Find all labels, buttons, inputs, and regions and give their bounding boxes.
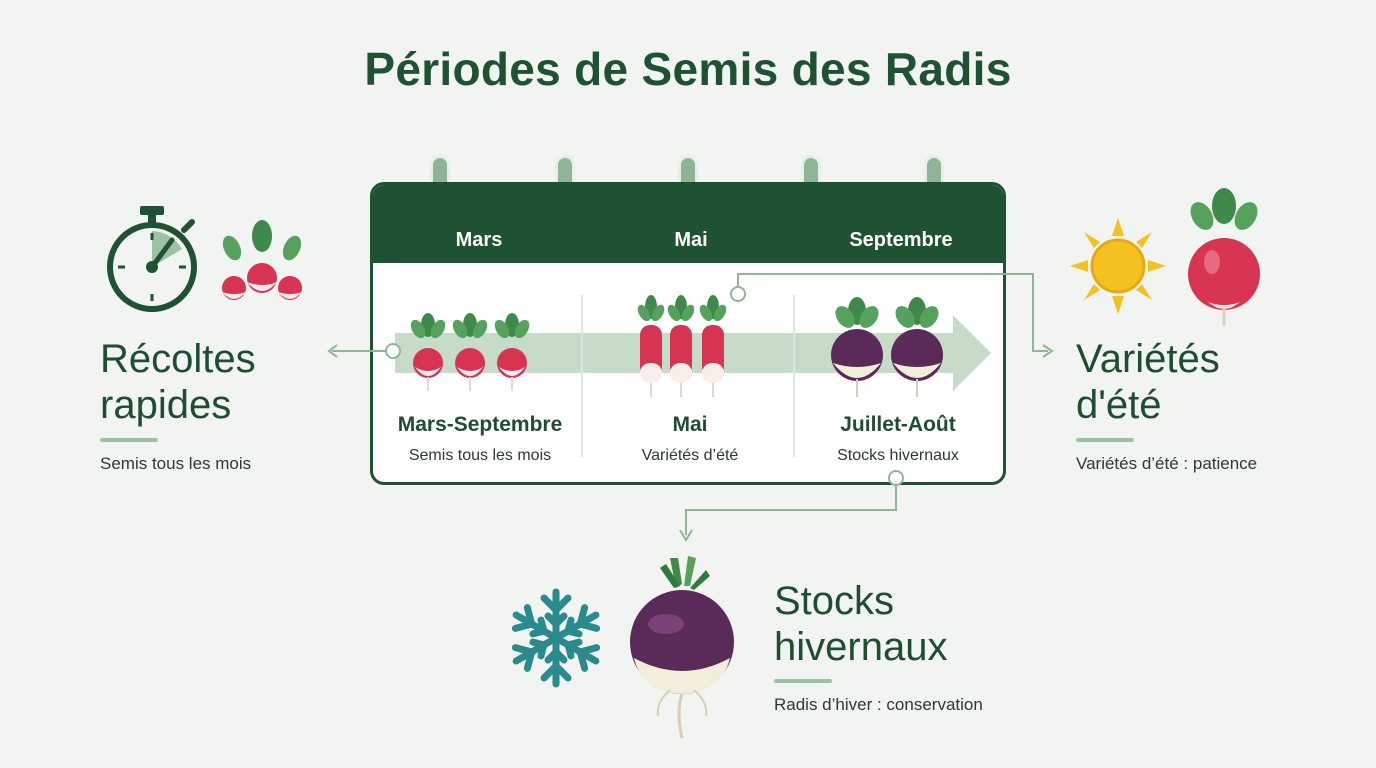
right-heading-line1: Variétés <box>1076 337 1220 381</box>
left-heading-line1: Récoltes <box>100 337 256 381</box>
page-title: Périodes de Semis des Radis <box>364 43 1012 95</box>
right-heading-line2: d'été <box>1076 383 1162 427</box>
bottom-heading-line1: Stocks <box>774 579 895 623</box>
radish-bunch-icon <box>222 220 302 300</box>
calendar-header <box>373 185 1003 263</box>
column-title: Mars-Septembre <box>397 413 563 436</box>
bottom-heading-line2: hivernaux <box>774 625 948 669</box>
column-divider <box>793 295 795 457</box>
snowflake-icon <box>506 588 606 690</box>
winter-radish-row-icon <box>831 296 944 398</box>
left-caption: Semis tous les mois <box>100 454 252 473</box>
stopwatch-icon <box>107 206 197 312</box>
column-title: Mai <box>672 413 708 436</box>
right-underline <box>1076 438 1134 442</box>
winter-radish-icon <box>630 556 734 739</box>
month-label-mars: Mars <box>455 229 503 251</box>
long-radish-icon <box>637 294 730 398</box>
radish-row-icon <box>410 312 534 392</box>
red-radish-icon <box>1188 188 1260 326</box>
column-title: Juillet-Août <box>840 413 956 436</box>
calendar-card: Mars Mai Septembre <box>370 182 1006 485</box>
sun-icon <box>1070 218 1166 314</box>
left-heading-line2: rapides <box>100 383 232 427</box>
left-underline <box>100 438 158 442</box>
month-label-mai: Mai <box>674 229 708 251</box>
right-caption: Variétés d’été : patience <box>1076 454 1258 473</box>
bottom-caption: Radis d’hiver : conservation <box>774 695 983 714</box>
column-subtitle: Semis tous les mois <box>408 447 552 464</box>
column-subtitle: Variétés d’été <box>641 447 739 464</box>
month-label-septembre: Septembre <box>849 229 953 251</box>
column-divider <box>581 295 583 457</box>
column-subtitle: Stocks hivernaux <box>837 447 959 464</box>
bottom-underline <box>774 679 832 683</box>
